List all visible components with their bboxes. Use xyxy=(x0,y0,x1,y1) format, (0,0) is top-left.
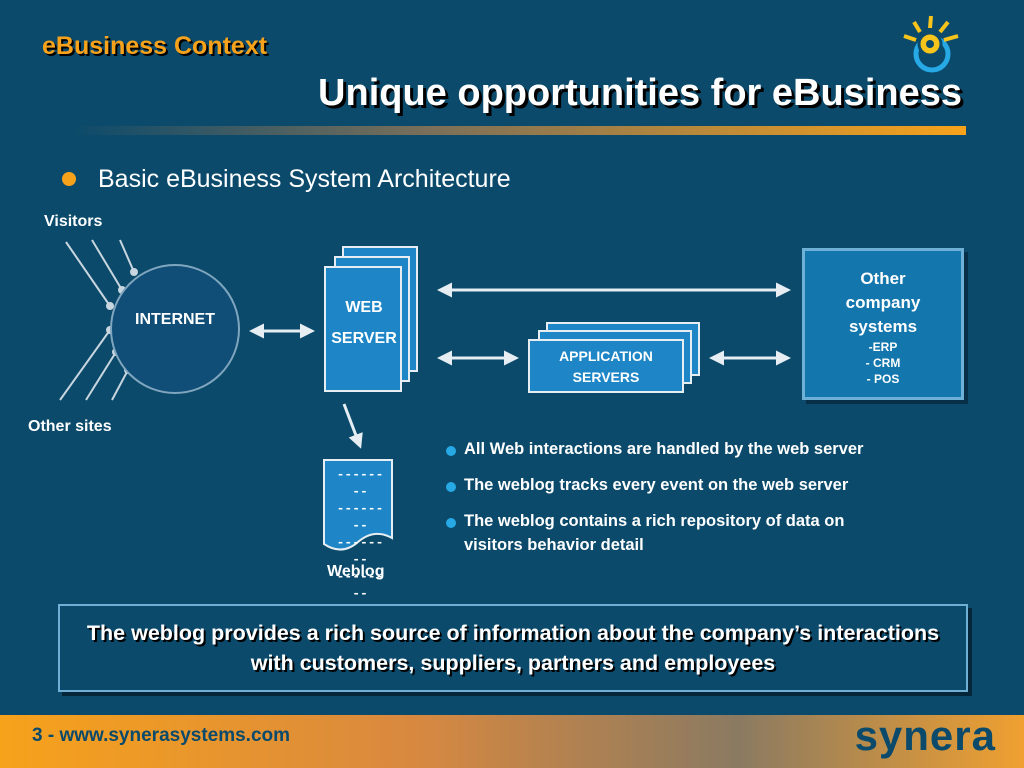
note-bullet-icon xyxy=(446,518,456,528)
application-servers-node xyxy=(528,339,684,393)
brand-wordmark: synera xyxy=(854,712,996,759)
other-systems-title-line: company xyxy=(845,293,921,312)
web-label-line: WEB xyxy=(345,299,383,316)
server-label-line: SERVER xyxy=(331,330,397,347)
web-server-label: WEB SERVER xyxy=(326,292,402,354)
page-title: Unique opportunities for eBusiness xyxy=(318,72,962,114)
other-sites-label: Other sites xyxy=(28,418,112,435)
web-server-node xyxy=(324,266,402,392)
note-item: The weblog contains a rich repository of… xyxy=(464,512,845,530)
other-systems-title-line: Other xyxy=(860,269,906,288)
other-systems-item: - CRM xyxy=(865,356,901,370)
other-systems-title: Other company systems xyxy=(805,267,961,339)
bullet-icon xyxy=(62,172,76,186)
application-label-line: APPLICATION xyxy=(559,348,653,364)
footer-text: 3 - www.synerasystems.com xyxy=(32,725,291,746)
other-systems-title-line: systems xyxy=(848,317,918,336)
section-subtitle: eBusiness Context xyxy=(42,32,268,60)
note-item: All Web interactions are handled by the … xyxy=(464,440,864,458)
internet-node: INTERNET xyxy=(110,264,240,394)
other-systems-list: -ERP - CRM - POS xyxy=(805,339,961,387)
weblog-line: -------- xyxy=(336,501,384,533)
section-heading: Basic eBusiness System Architecture xyxy=(98,165,511,193)
weblog-line: -------- xyxy=(336,467,384,499)
weblog-line: -------- xyxy=(336,569,384,601)
title-underline xyxy=(70,126,966,135)
visitors-label: Visitors xyxy=(44,213,103,230)
servers-label-line: SERVERS xyxy=(572,369,640,385)
note-item-continued: visitors behavior detail xyxy=(464,536,644,554)
internet-label: INTERNET xyxy=(135,311,215,328)
arrow-web-weblog xyxy=(342,403,363,449)
visitor-lines xyxy=(59,239,135,401)
note-bullet-icon xyxy=(446,446,456,456)
other-systems-item: -ERP xyxy=(868,340,898,354)
logo xyxy=(900,14,962,74)
note-item: The weblog tracks every event on the web… xyxy=(464,476,849,494)
footer-bar xyxy=(0,715,1024,768)
weblog-line: -------- xyxy=(336,535,384,567)
weblog-label: Weblog xyxy=(327,563,385,580)
other-systems-item: - POS xyxy=(866,372,900,386)
weblog-document-icon xyxy=(323,459,393,551)
other-company-systems-node: Other company systems -ERP - CRM - POS xyxy=(802,248,964,400)
summary-callout: The weblog provides a rich source of inf… xyxy=(58,604,968,692)
note-bullet-icon xyxy=(446,482,456,492)
weblog-lines: -------- -------- -------- -------- xyxy=(334,466,386,602)
application-servers-label: APPLICATION SERVERS xyxy=(531,346,681,388)
